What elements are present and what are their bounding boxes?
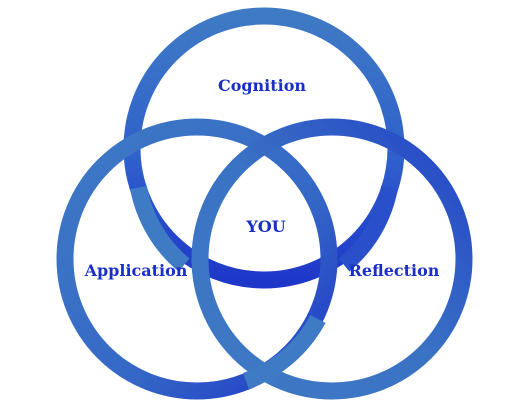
label-you: YOU — [245, 217, 285, 236]
label-cognition: Cognition — [218, 76, 306, 95]
label-reflection: Reflection — [349, 261, 440, 280]
ring-top-overlap-left — [130, 185, 190, 272]
ring-left-overlap-bottom — [242, 314, 326, 390]
label-application: Application — [84, 261, 188, 280]
ring-left — [56, 118, 338, 400]
ring-top-overlap-right — [338, 185, 398, 272]
ring-right — [191, 118, 473, 400]
